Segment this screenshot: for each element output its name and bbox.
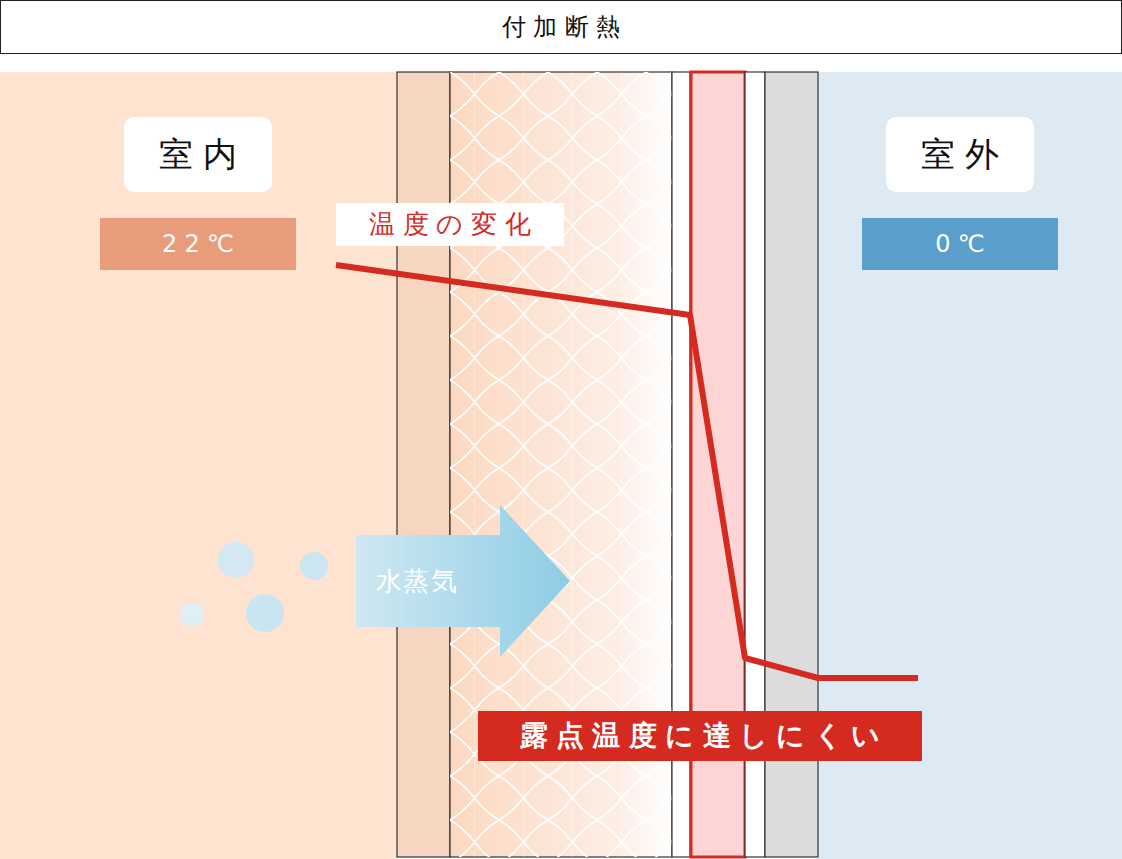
label-text: 室内: [159, 132, 247, 178]
title-text: 付加断熱: [502, 11, 627, 43]
label-text: 温度の変化: [369, 207, 539, 242]
label-text: 室外: [921, 132, 1009, 178]
temperature-band: 22℃: [100, 218, 296, 270]
label-text: 露点温度に達しにくい: [520, 717, 889, 755]
title-box: 付加断熱: [0, 0, 1122, 54]
vapor-bubble: [218, 542, 254, 578]
interior-board: [397, 72, 450, 857]
line-label: 温度の変化: [336, 203, 564, 246]
vapor-arrow: 水蒸気: [356, 505, 570, 657]
room-label: 室内: [124, 117, 272, 192]
indoor-ground: [0, 72, 397, 859]
vapor-bubble: [246, 594, 284, 632]
vapor-bubble: [300, 552, 328, 580]
room-label: 室外: [886, 117, 1034, 192]
temperature-band: 0℃: [862, 218, 1058, 270]
label-text: 水蒸気: [376, 564, 458, 599]
temperature-line: [336, 265, 918, 678]
vapor-bubble: [180, 602, 204, 626]
result-band: 露点温度に達しにくい: [478, 711, 922, 761]
arrow-body: [356, 505, 570, 657]
label-text: 0℃: [935, 230, 992, 258]
label-text: 22℃: [162, 230, 241, 258]
